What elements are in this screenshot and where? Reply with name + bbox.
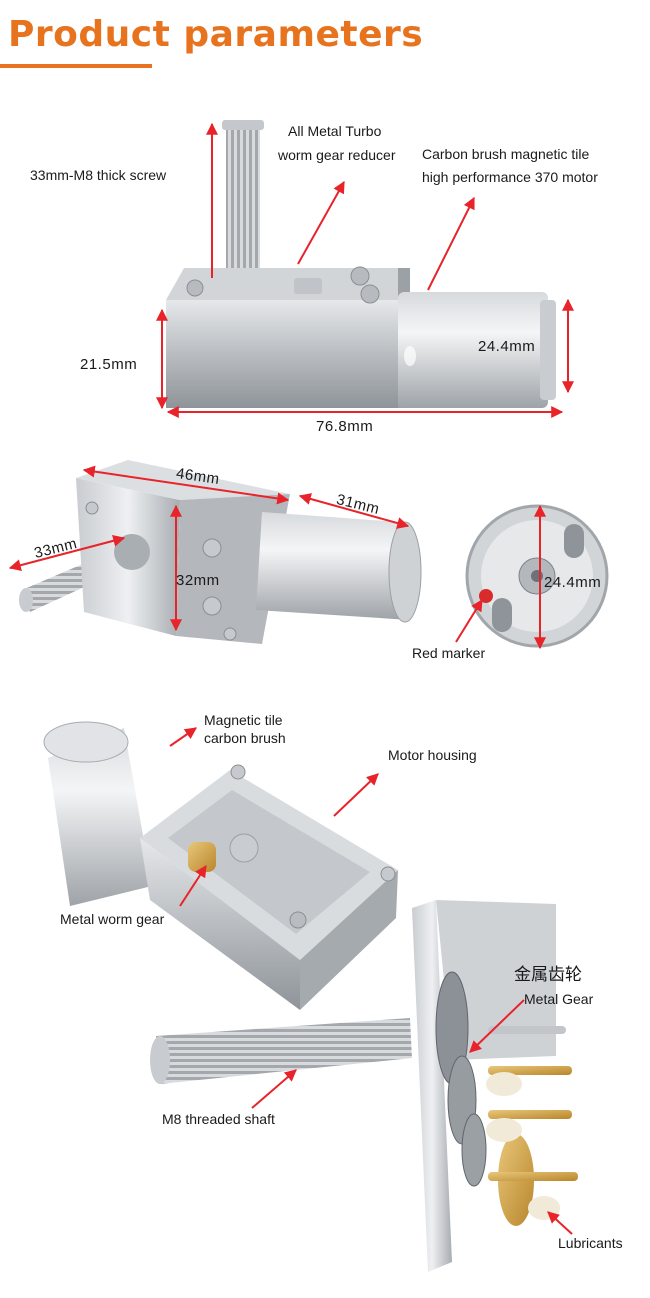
motor-label-line1: Carbon brush magnetic tile (422, 146, 590, 162)
worm-gear-label: Metal worm gear (60, 911, 165, 927)
section2-gearmotor-iso-view (8, 460, 422, 644)
motor-label-line2: high performance 370 motor (422, 169, 598, 185)
worm-gear (188, 842, 216, 872)
vertical-screw (226, 122, 260, 282)
metal-gear-label: Metal Gear (524, 991, 594, 1007)
gearbox-body (166, 300, 398, 408)
gearbox-top (166, 268, 410, 300)
magnetic-label-line1: Magnetic tile (204, 712, 283, 728)
height-dimension: 21.5mm (80, 356, 138, 373)
section2-motor-end-view (455, 504, 609, 650)
motor-can (398, 292, 548, 408)
reducer-label-line2: worm gear reducer (278, 147, 396, 163)
motor-diameter-dimension: 24.4mm (478, 338, 536, 355)
length-dimension: 76.8mm (316, 418, 374, 435)
m8-threaded-shaft (156, 1018, 412, 1084)
magnetic-label-line2: carbon brush (204, 730, 286, 746)
screw-label: 33mm-M8 thick screw (30, 167, 167, 183)
lubricants-label: Lubricants (558, 1235, 623, 1251)
threaded-shaft-label: M8 threaded shaft (162, 1111, 275, 1127)
reducer-label-line1: All Metal Turbo (288, 123, 382, 139)
section3-open-housing (43, 721, 398, 1010)
end-diameter-dimension: 24.4mm (544, 574, 602, 591)
motor-cylinder (48, 728, 152, 906)
motor-can-iso (256, 512, 410, 620)
page-title: Product parameters (8, 14, 424, 55)
red-marker-label: Red marker (412, 645, 486, 661)
section3-gear-train (150, 900, 578, 1272)
section1-gearmotor-side-view (156, 120, 574, 418)
metal-gear-chinese-label: 金属齿轮 (514, 965, 582, 985)
title-underline (0, 64, 152, 68)
housing-label: Motor housing (388, 747, 477, 763)
box-height-dimension: 32mm (176, 572, 220, 589)
gearbox-plate (412, 900, 452, 1272)
